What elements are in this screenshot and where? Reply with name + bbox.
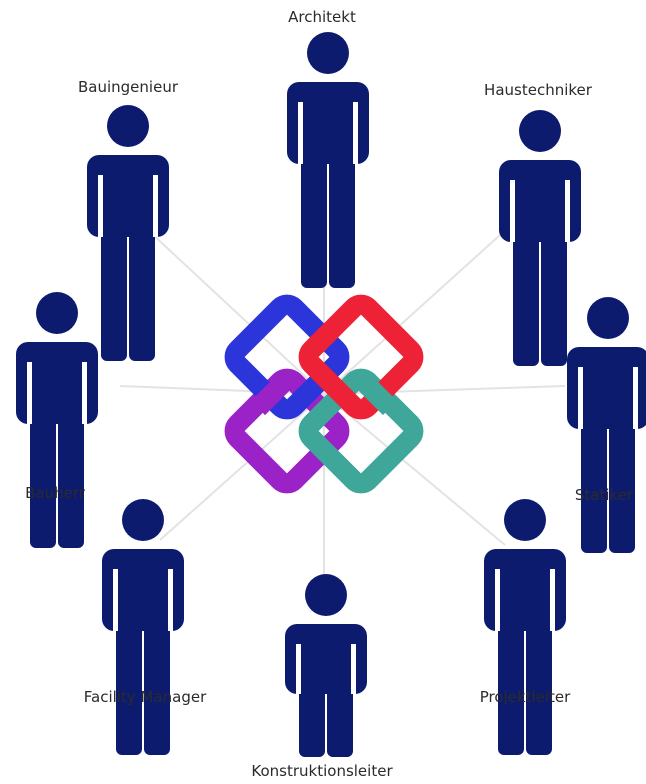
label-architekt: Architekt bbox=[288, 8, 356, 26]
logo-weave-teal bbox=[353, 371, 398, 416]
interlocking-squares-logo-icon bbox=[224, 294, 424, 494]
person-konstruktionsleiter-icon bbox=[279, 572, 373, 757]
person-bauherr-icon bbox=[10, 290, 104, 550]
label-konstruktionsleiter: Konstruktionsleiter bbox=[251, 762, 393, 780]
label-bauherr: Bauherr bbox=[25, 484, 85, 502]
label-projektleiter: Projektleiter bbox=[479, 688, 571, 706]
person-projektleiter-icon bbox=[478, 497, 572, 757]
connector-bauherr bbox=[119, 385, 325, 395]
connector-facility-manager bbox=[159, 393, 325, 541]
connector-bauingenieur bbox=[149, 231, 325, 395]
connector-haustechniker bbox=[323, 234, 501, 395]
logo-red-square bbox=[298, 294, 424, 420]
label-haustechniker: Haustechniker bbox=[484, 81, 592, 99]
person-bauingenieur-icon bbox=[81, 103, 175, 363]
label-statiker: Statiker bbox=[574, 486, 634, 504]
logo-blue-square bbox=[224, 294, 350, 420]
logo-weave-purple bbox=[250, 371, 295, 416]
person-facility-manager-icon bbox=[96, 497, 190, 757]
label-bauingenieur: Bauingenieur bbox=[78, 78, 178, 96]
person-architekt-icon bbox=[281, 30, 375, 290]
person-haustechniker-icon bbox=[493, 108, 587, 368]
connector-projektleiter bbox=[323, 393, 506, 546]
label-facility-manager: Facility Manager bbox=[83, 688, 207, 706]
person-statiker-icon bbox=[561, 295, 646, 555]
